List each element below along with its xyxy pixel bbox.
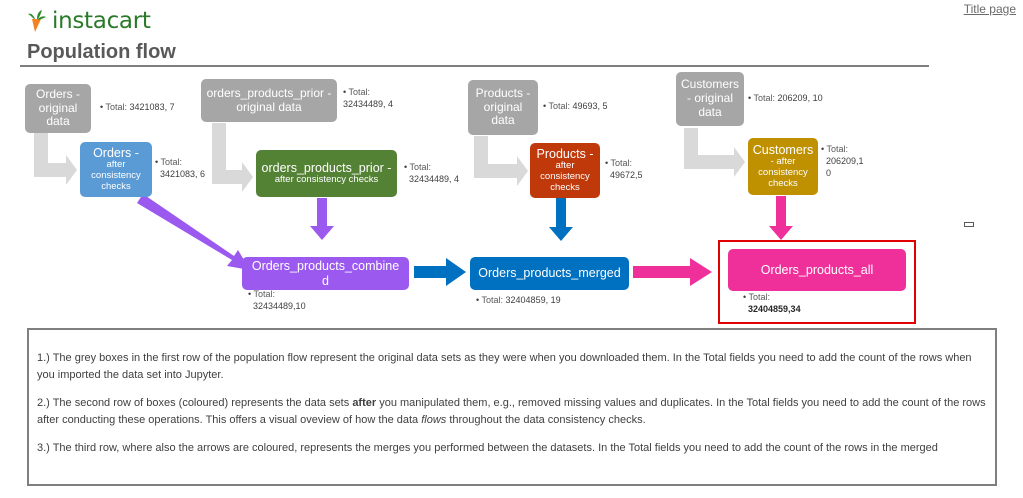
opp-original-box: orders_products_prior -original data	[201, 79, 337, 122]
opp-original-total: • Total:32434489, 4	[343, 87, 394, 110]
note-1: 1.) The grey boxes in the first row of t…	[37, 352, 972, 382]
all-total: • Total: 32404859,34	[743, 292, 801, 315]
grey-arrows	[34, 123, 745, 192]
title-page-link[interactable]: Title page	[963, 2, 1016, 16]
highlight-frame	[718, 240, 916, 324]
carrot-icon	[28, 10, 46, 32]
page-title: Population flow	[27, 41, 176, 63]
products-after-total: • Total: 49672,5	[605, 158, 643, 181]
arrow-orders-diagonal	[137, 194, 250, 270]
grey-arrow-orders	[34, 133, 77, 185]
grey-arrow-customers	[684, 128, 745, 177]
merged-total: • Total: 32404859, 19	[476, 295, 561, 305]
arrow-customers-down	[769, 196, 793, 240]
instructions-panel: 1.) The grey boxes in the first row of t…	[27, 328, 997, 486]
orders-products-merged-box: Orders_products_merged	[470, 257, 629, 290]
note-3: 3.) The third row, where also the arrows…	[37, 442, 938, 455]
title-divider	[20, 65, 929, 67]
grey-arrow-products	[474, 136, 528, 186]
orders-products-all-box: Orders_products_all	[728, 249, 906, 291]
opp-after-total: • Total: 32434489, 4	[404, 162, 460, 185]
customers-original-total: • Total: 206209, 10	[748, 93, 823, 103]
products-original-total: • Total: 49693, 5	[543, 101, 608, 111]
orders-after-total: • Total: 3421083, 6	[155, 157, 206, 180]
logo-text: instacart	[52, 8, 151, 34]
arrow-merged-to-all	[633, 258, 712, 286]
opp-after-box: orders_products_prior - after consistenc…	[256, 150, 397, 197]
minimize-icon[interactable]	[964, 222, 974, 227]
flow-arrows	[34, 123, 793, 286]
combined-total: • Total: 32434489,10	[248, 289, 306, 312]
arrow-combined-to-merged	[414, 258, 466, 286]
arrow-products-down	[549, 198, 573, 241]
orders-original-total: • Total: 3421083, 7	[100, 102, 175, 112]
arrow-opp-down	[310, 198, 334, 240]
instacart-logo: instacart	[26, 6, 151, 36]
customers-after-total: • Total: 206209,1 0	[821, 144, 864, 179]
note-2: 2.) The second row of boxes (coloured) r…	[37, 397, 986, 427]
grey-arrow-opp	[212, 123, 253, 192]
